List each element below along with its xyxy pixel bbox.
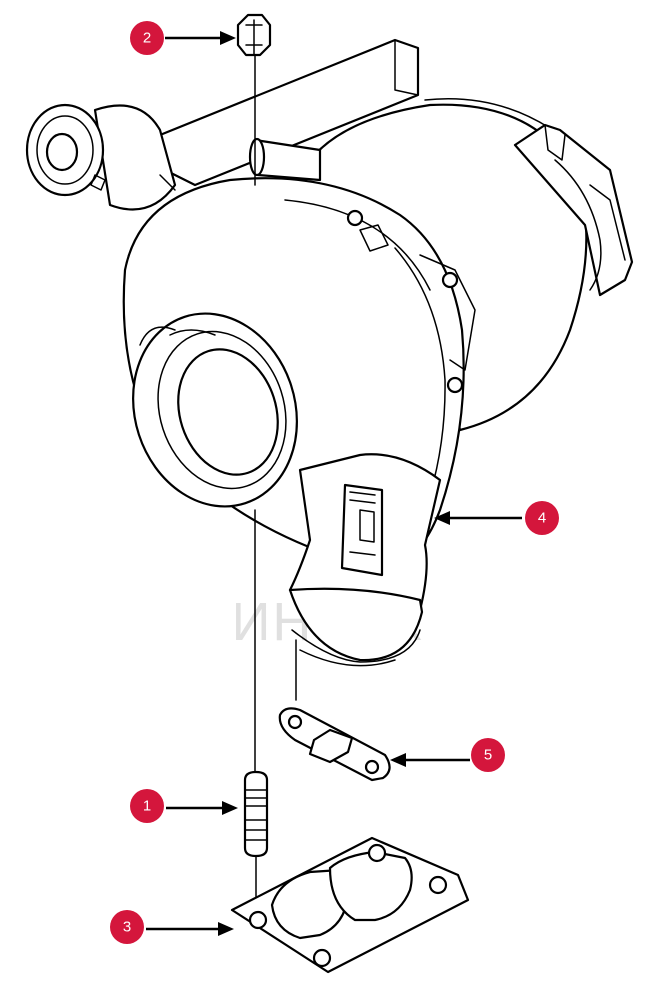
callout-4: 4 [525, 501, 559, 535]
callout-1-label: 1 [143, 798, 151, 815]
callout-2-label: 2 [143, 30, 151, 47]
callout-3-label: 3 [123, 919, 131, 936]
compressor-housing [122, 177, 476, 667]
turbine-flange-gasket [230, 836, 470, 974]
callout-5: 5 [471, 738, 505, 772]
stud [243, 770, 269, 916]
turbocharger [25, 38, 634, 667]
wastegate-actuator [25, 103, 177, 211]
nut [236, 13, 272, 186]
callout-5-label: 5 [484, 747, 492, 764]
data-plate [340, 483, 384, 577]
compressor-outlet-gasket [278, 707, 391, 782]
callout-1: 1 [130, 789, 164, 823]
callout-2: 2 [130, 21, 164, 55]
callout-4-label: 4 [538, 510, 546, 527]
callout-arrows [146, 31, 522, 936]
callout-3: 3 [110, 910, 144, 944]
